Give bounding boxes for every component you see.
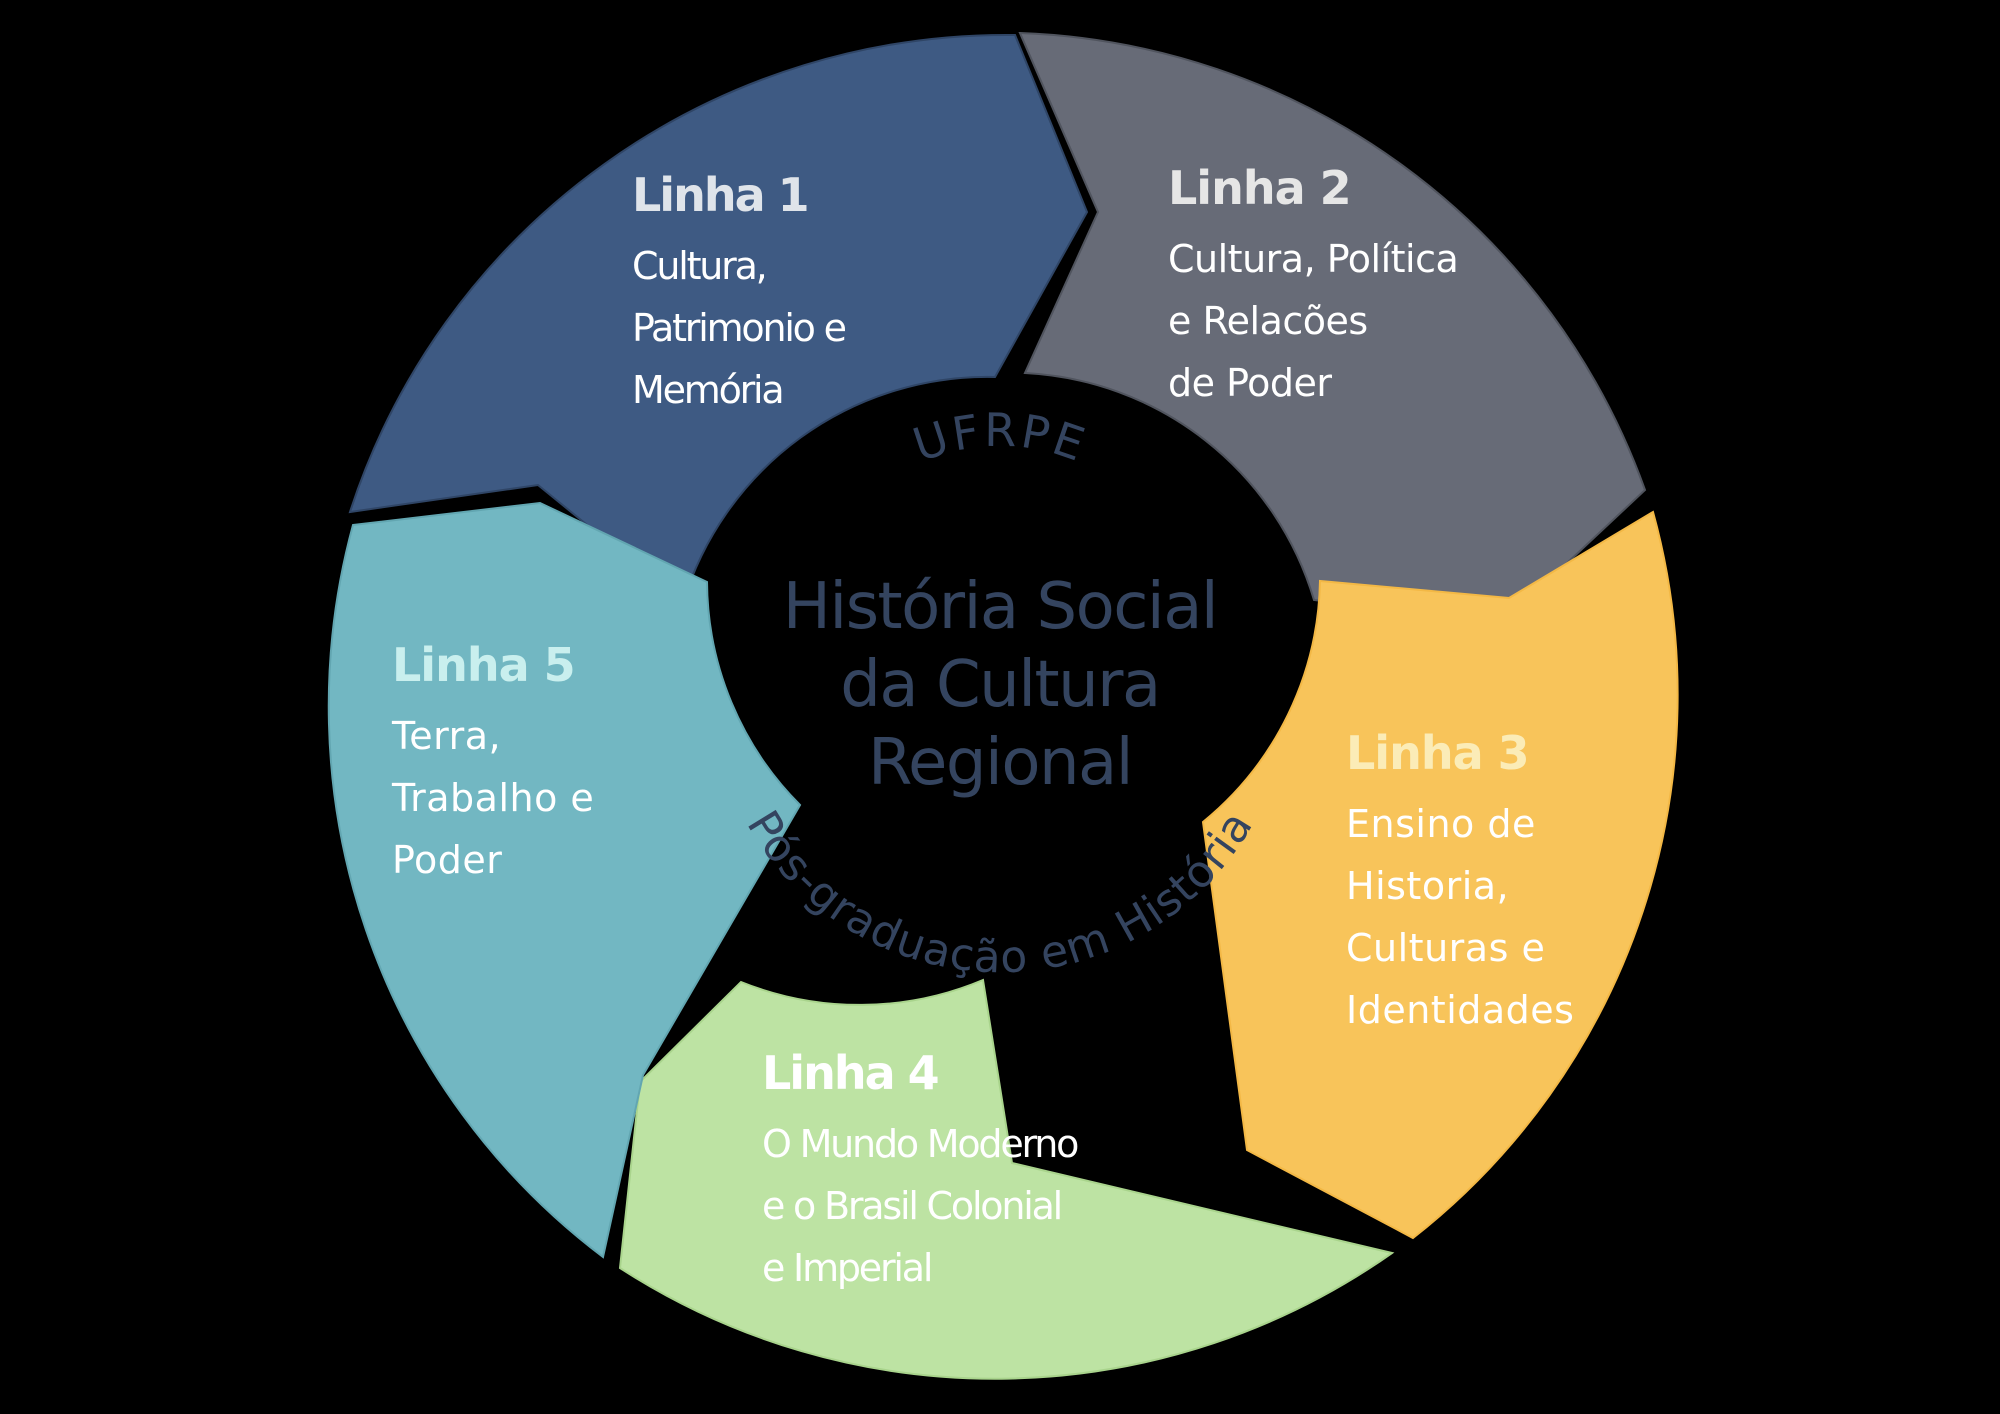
- segment-description: Cultura, Patrimonio e Memória: [632, 235, 847, 421]
- segment-description: Cultura, Política e Relacões de Poder: [1168, 228, 1459, 414]
- center-title-line-1: História Social: [782, 570, 1219, 644]
- segment-linha-3-shape[interactable]: [1201, 510, 1679, 1240]
- segment-linha-4-shape[interactable]: [618, 978, 1395, 1380]
- segment-title: Linha 5: [392, 638, 576, 692]
- center-title: História Social da Cultura Regional: [700, 568, 1300, 802]
- segment-linha-2[interactable]: Linha 2 Cultura, Política e Relacões de …: [1168, 161, 1459, 414]
- segment-description-line: Cultura, Política: [1168, 236, 1459, 281]
- segment-description-line: e o Brasil Colonial: [762, 1183, 1063, 1228]
- segment-linha-5[interactable]: Linha 5 Terra, Trabalho e Poder: [392, 640, 594, 891]
- center-title-line-2: da Cultura: [840, 648, 1161, 722]
- segment-description-line: Historia,: [1346, 863, 1510, 908]
- segment-description-line: Identidades: [1346, 987, 1575, 1032]
- segment-description-line: Memória: [632, 367, 785, 412]
- segment-description-line: e Relacões: [1168, 298, 1368, 343]
- segment-description-line: O Mundo Moderno: [762, 1121, 1079, 1166]
- segment-title: Linha 4: [762, 1046, 940, 1100]
- segment-description-line: Cultura,: [632, 243, 768, 288]
- segment-linha-3[interactable]: Linha 3 Ensino de Historia, Culturas e I…: [1346, 728, 1574, 1041]
- arc-bottom-label: Pós-graduação em História: [737, 802, 1264, 984]
- segment-description-line: Patrimonio e: [632, 305, 847, 350]
- segment-description-line: Terra,: [392, 713, 502, 758]
- center-title-line-3: Regional: [867, 726, 1134, 800]
- segment-linha-4[interactable]: Linha 4 O Mundo Moderno e o Brasil Colon…: [762, 1046, 1079, 1299]
- segment-linha-1-shape[interactable]: [348, 33, 1089, 605]
- segment-title: Linha 2: [1168, 161, 1352, 215]
- segment-description-line: Poder: [392, 837, 503, 882]
- segment-description-line: Trabalho e: [392, 775, 595, 820]
- arc-top-label: UFRPE: [906, 403, 1093, 473]
- segment-description-line: Ensino de: [1346, 801, 1536, 846]
- segment-title: Linha 1: [632, 168, 810, 222]
- segment-description: Terra, Trabalho e Poder: [392, 705, 594, 891]
- segment-description: Ensino de Historia, Culturas e Identidad…: [1346, 793, 1574, 1041]
- segment-linha-5-shape[interactable]: [327, 501, 802, 1259]
- segment-description-line: Culturas e: [1346, 925, 1546, 970]
- segment-linha-2-shape[interactable]: [1018, 31, 1647, 625]
- segment-description-line: de Poder: [1168, 360, 1332, 405]
- segment-description-line: e Imperial: [762, 1245, 933, 1290]
- segment-linha-1[interactable]: Linha 1 Cultura, Patrimonio e Memória: [632, 168, 847, 421]
- segment-description: O Mundo Moderno e o Brasil Colonial e Im…: [762, 1113, 1079, 1299]
- segment-title: Linha 3: [1346, 726, 1530, 780]
